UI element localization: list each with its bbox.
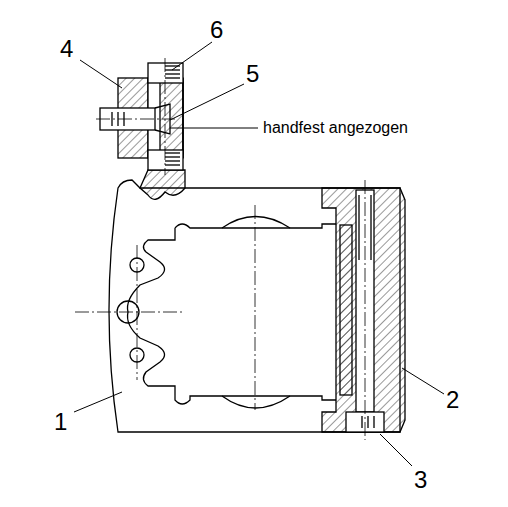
callout-number: 6 [210,18,223,42]
callout-number: 2 [446,388,459,412]
housing [109,180,400,432]
callout-number: 1 [54,410,67,434]
callout-number: 4 [60,37,73,61]
callout-number: 3 [414,468,427,492]
note-text: handfest angezogen [263,120,408,136]
screw-6b [148,150,183,170]
part-2 [322,188,405,432]
leader-lines [74,42,444,466]
callout-number: 5 [246,62,259,86]
